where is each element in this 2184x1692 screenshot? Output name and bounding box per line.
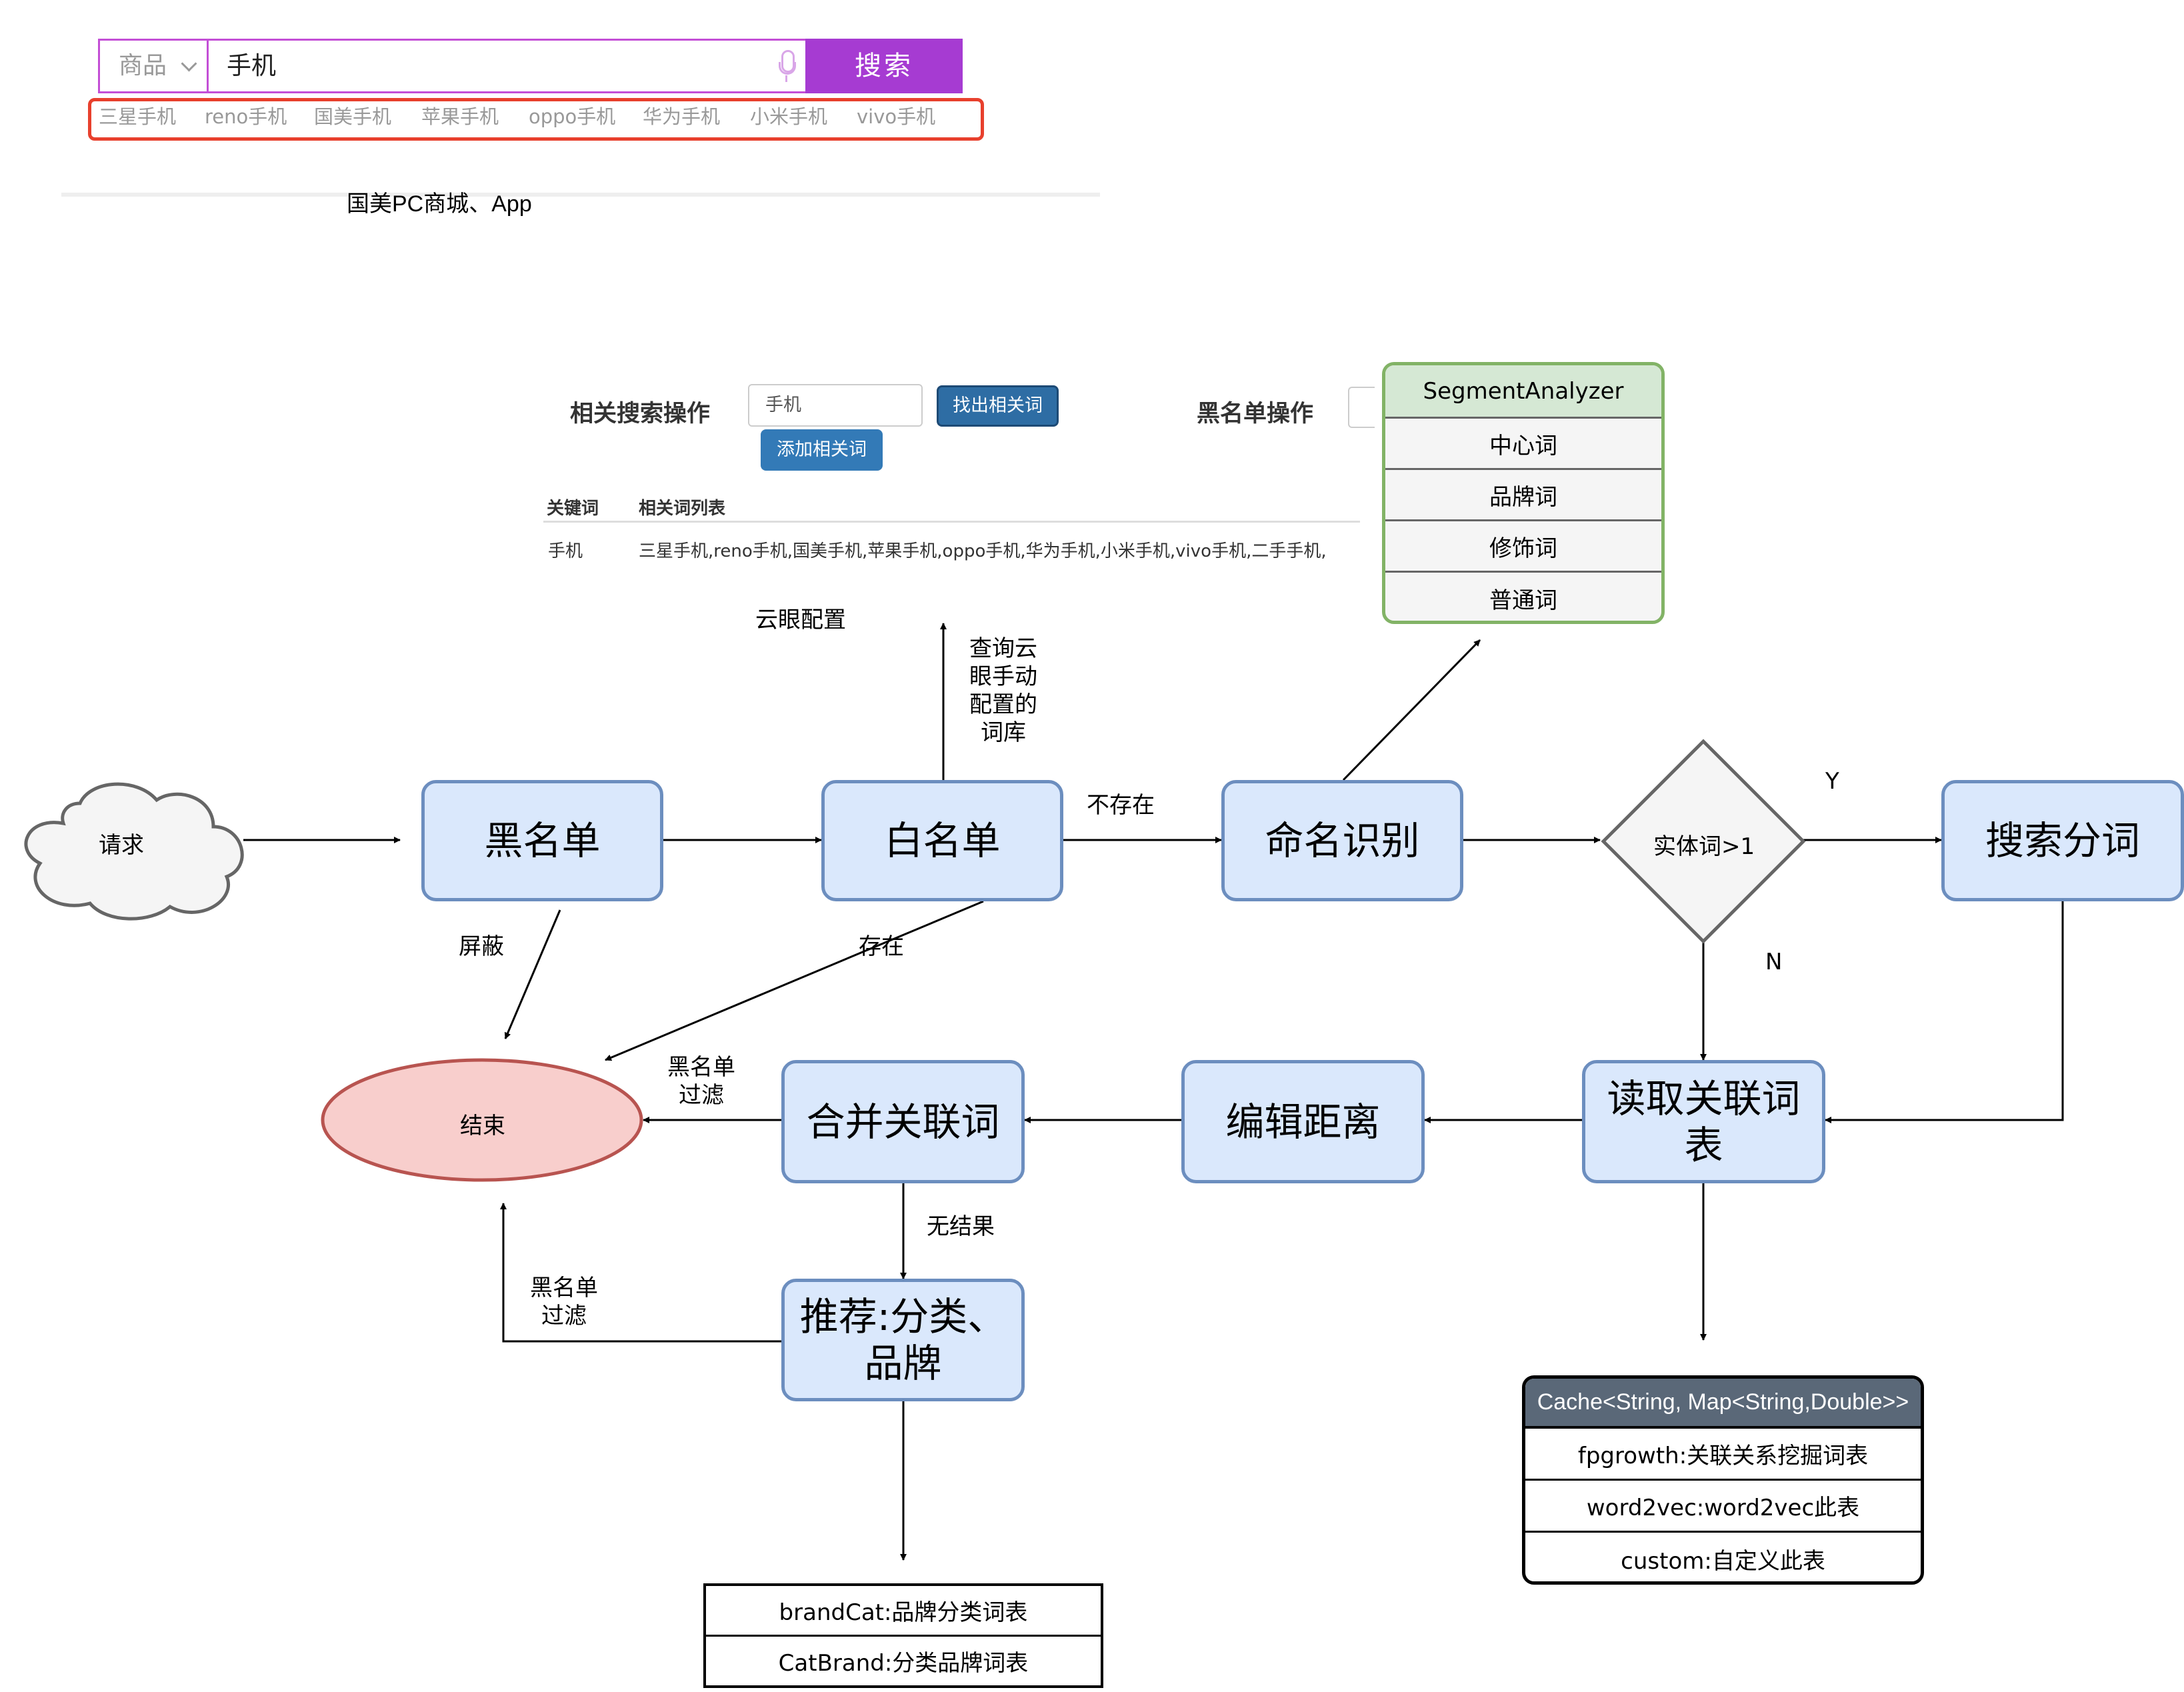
blacklist-node: 黑名单 [421,780,663,901]
brand-row: brandCat:品牌分类词表 [706,1586,1101,1637]
request-cloud [24,782,244,921]
merge-node: 合并关联词 [781,1060,1025,1183]
hot-word[interactable]: 苹果手机 [421,105,499,128]
no-label: N [1765,949,1783,975]
block-label: 屏蔽 [459,933,504,960]
related-search-title: 相关搜索操作 [570,401,711,427]
search-button[interactable]: 搜索 [805,39,963,93]
no-result-label: 无结果 [927,1213,995,1240]
edge-whitelist-end [605,900,984,1061]
table-divider [543,521,1360,523]
hot-word[interactable]: 华为手机 [643,105,721,128]
edit-distance-node: 编辑距离 [1181,1060,1425,1183]
keyword-input[interactable]: 手机 [748,384,923,427]
microphone-icon[interactable] [779,50,796,85]
blacklist-input-edge[interactable] [1348,387,1375,428]
category-label: 商品 [119,52,167,79]
hot-word[interactable]: 三星手机 [99,105,177,128]
segment-row: 普通词 [1489,587,1557,614]
category-select[interactable]: 商品 [100,41,209,91]
read-table-node: 读取关联词表 [1582,1060,1825,1183]
hot-word[interactable]: 国美手机 [314,105,392,128]
cache-table: Cache<String, Map<String,Double>> fpgrow… [1522,1375,1924,1585]
hot-word[interactable]: oppo手机 [529,105,616,128]
blacklist-filter-label-2: 黑名单过滤 [530,1275,598,1329]
brand-table: brandCat:品牌分类词表 CatBrand:分类品牌词表 [703,1583,1103,1688]
query-whitelist-label: 查询云眼手动配置的词库 [969,635,1037,746]
hot-word[interactable]: vivo手机 [857,105,936,128]
segment-row: 品牌词 [1385,470,1661,521]
recommend-node: 推荐:分类、品牌 [781,1279,1025,1401]
col-keyword: 关键词 [547,499,599,519]
decision-diamond [1601,739,1806,944]
row-related: 三星手机,reno手机,国美手机,苹果手机,oppo手机,华为手机,小米手机,v… [639,541,1327,561]
brand-row: CatBrand:分类品牌词表 [778,1650,1029,1677]
search-seg-node: 搜索分词 [1941,780,2184,901]
cache-row: word2vec:word2vec此表 [1525,1481,1921,1533]
chevron-down-icon [181,55,197,72]
search-input[interactable]: 手机 [227,51,276,80]
config-caption: 云眼配置 [755,607,846,633]
ner-node: 命名识别 [1221,780,1463,901]
search-caption: 国美PC商城、App [347,191,532,217]
request-label: 请求 [99,832,144,859]
row-keyword: 手机 [548,541,583,561]
hot-word[interactable]: 小米手机 [750,105,828,128]
segment-row: 修饰词 [1385,521,1661,573]
edge-blacklist-end [504,909,561,1039]
cache-row: fpgrowth:关联关系挖掘词表 [1525,1429,1921,1481]
cache-row: custom:自定义此表 [1621,1547,1825,1575]
segment-analyzer-table: SegmentAnalyzer 中心词 品牌词 修饰词 普通词 [1382,362,1665,624]
hot-word[interactable]: reno手机 [205,105,287,128]
blacklist-filter-label-1: 黑名单过滤 [667,1054,735,1109]
blacklist-title: 黑名单操作 [1197,401,1314,427]
segment-row: 中心词 [1385,419,1661,470]
whitelist-node: 白名单 [821,780,1063,901]
decision-label: 实体词>1 [1653,833,1755,860]
edge-ner-segment [1342,639,1481,781]
cache-header: Cache<String, Map<String,Double>> [1525,1379,1921,1429]
end-ellipse [321,1058,643,1182]
edge-recommend-end [500,1203,781,1343]
add-related-button[interactable]: 添加相关词 [761,429,883,471]
exist-label: 存在 [859,933,904,960]
col-related: 相关词列表 [639,499,726,519]
end-label: 结束 [460,1113,505,1139]
find-related-button[interactable]: 找出相关词 [937,385,1059,427]
edge-searchseg-readtable [1825,901,2064,1123]
hot-words-highlight [88,98,984,141]
yes-label: Y [1825,768,1839,795]
not-exist-label: 不存在 [1087,792,1155,819]
segment-header: SegmentAnalyzer [1385,365,1661,419]
